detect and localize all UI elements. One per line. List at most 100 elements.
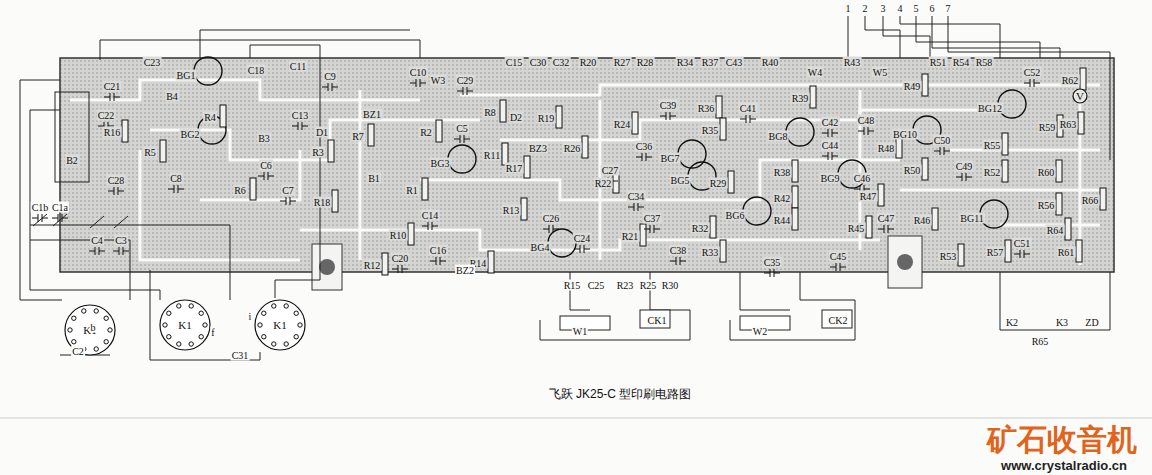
- part-label: R16: [103, 127, 122, 138]
- node-text: V: [1076, 90, 1084, 102]
- part-label: C2: [71, 346, 85, 357]
- part-label: CK1: [647, 315, 668, 326]
- part-label: R58: [975, 57, 994, 68]
- part-label: K3: [1055, 317, 1069, 328]
- part-label: C35: [763, 257, 782, 268]
- part-label: C1a: [51, 202, 69, 213]
- resistor-symbol: [521, 198, 527, 220]
- capacitor-symbol: [280, 197, 296, 205]
- part-label: BG8: [768, 131, 789, 142]
- part-label: BZ1: [362, 109, 382, 120]
- part-label: B2: [65, 155, 79, 166]
- capacitor-symbol: [454, 135, 470, 143]
- wire: [30, 225, 230, 300]
- capacitor-symbol: [430, 257, 446, 265]
- rule: [0, 418, 1152, 419]
- part-label: R34: [676, 57, 695, 68]
- part-label: C13: [291, 110, 310, 121]
- wire: [540, 272, 690, 340]
- meter-circle: V: [1072, 88, 1088, 104]
- capacitor-symbol: [858, 127, 874, 135]
- capacitor-symbol: [292, 122, 308, 130]
- resistor-symbol: [488, 251, 494, 273]
- part-label: R6: [233, 185, 247, 196]
- resistor-symbol: [792, 186, 798, 208]
- part-label: R19: [537, 113, 556, 124]
- part-label: R26: [563, 143, 582, 154]
- part-label: C18: [247, 65, 266, 76]
- pin-number: 3: [880, 3, 887, 14]
- capacitor-symbol: [822, 129, 838, 137]
- resistor-symbol: [922, 74, 928, 96]
- part-label: C23: [143, 57, 162, 68]
- part-label: R66: [1081, 195, 1100, 206]
- part-label: C32: [552, 57, 571, 68]
- coil-symbol: [55, 92, 89, 182]
- wire: [30, 240, 130, 300]
- part-label: R46: [913, 215, 932, 226]
- wire: [1000, 272, 1110, 330]
- copper-trace: [900, 189, 1100, 192]
- wire: [30, 110, 160, 300]
- part-label: C5: [455, 123, 469, 134]
- part-label: R57: [986, 247, 1005, 258]
- capacitor-symbol: [392, 265, 408, 273]
- copper-trace: [200, 150, 300, 200]
- variable-capacitor: [53, 214, 67, 226]
- part-label: R12: [363, 260, 382, 271]
- resistor-symbol: [1005, 240, 1011, 262]
- resistor-symbol: [250, 178, 256, 200]
- pin-number: 6: [929, 3, 936, 14]
- part-label: C15: [505, 57, 524, 68]
- part-label: C30: [529, 57, 548, 68]
- resistor-symbol: [500, 100, 506, 122]
- copper-trace: [70, 80, 420, 100]
- variable-capacitor: [90, 216, 104, 228]
- part-label: C51: [1013, 238, 1032, 249]
- part-label: BG4: [530, 242, 551, 253]
- part-label: C49: [955, 161, 974, 172]
- resistor-symbol: [368, 124, 374, 146]
- part-label: R3: [311, 147, 325, 158]
- part-label: R17: [505, 163, 524, 174]
- part-label: C14: [421, 210, 440, 221]
- capacitor-symbol: [628, 203, 644, 211]
- part-label: R59: [1038, 122, 1057, 133]
- part-label: C44: [821, 140, 840, 151]
- capacitor-symbol: [934, 147, 950, 155]
- wire: [740, 272, 790, 310]
- wire: [570, 272, 590, 310]
- part-label: R30: [661, 280, 680, 291]
- capacitor-symbol: [822, 152, 838, 160]
- part-label: C45: [829, 251, 848, 262]
- mount-hole: [312, 244, 342, 290]
- part-label: BG12: [977, 103, 1003, 114]
- pin-number: 4: [897, 3, 904, 14]
- part-label: BG11: [959, 213, 985, 224]
- part-label: R21: [621, 231, 640, 242]
- wire: [200, 30, 410, 58]
- part-label: C10: [409, 67, 428, 78]
- part-label: C34: [627, 191, 646, 202]
- resistor-symbol: [866, 216, 872, 238]
- transistor-symbol: [743, 197, 771, 225]
- pin-number: 5: [913, 3, 920, 14]
- transistor-symbol: [786, 118, 814, 146]
- part-label: R5: [143, 147, 157, 158]
- part-label: R40: [761, 57, 780, 68]
- part-label: C4: [90, 235, 104, 246]
- part-label: R4: [203, 112, 217, 123]
- part-label: b: [90, 322, 97, 333]
- copper-trace: [140, 150, 300, 260]
- watermark: 矿石收音机: [986, 423, 1138, 457]
- copper-trace: [950, 149, 1100, 152]
- part-label: C36: [635, 141, 654, 152]
- part-label: C22: [97, 110, 116, 121]
- resistor-symbol: [878, 184, 884, 206]
- part-label: CK2: [828, 315, 849, 326]
- part-label: C38: [669, 245, 688, 256]
- part-label: C6: [259, 160, 273, 171]
- node-text: K1: [273, 319, 286, 331]
- part-label: C24: [573, 233, 592, 244]
- part-label: BG9: [820, 173, 841, 184]
